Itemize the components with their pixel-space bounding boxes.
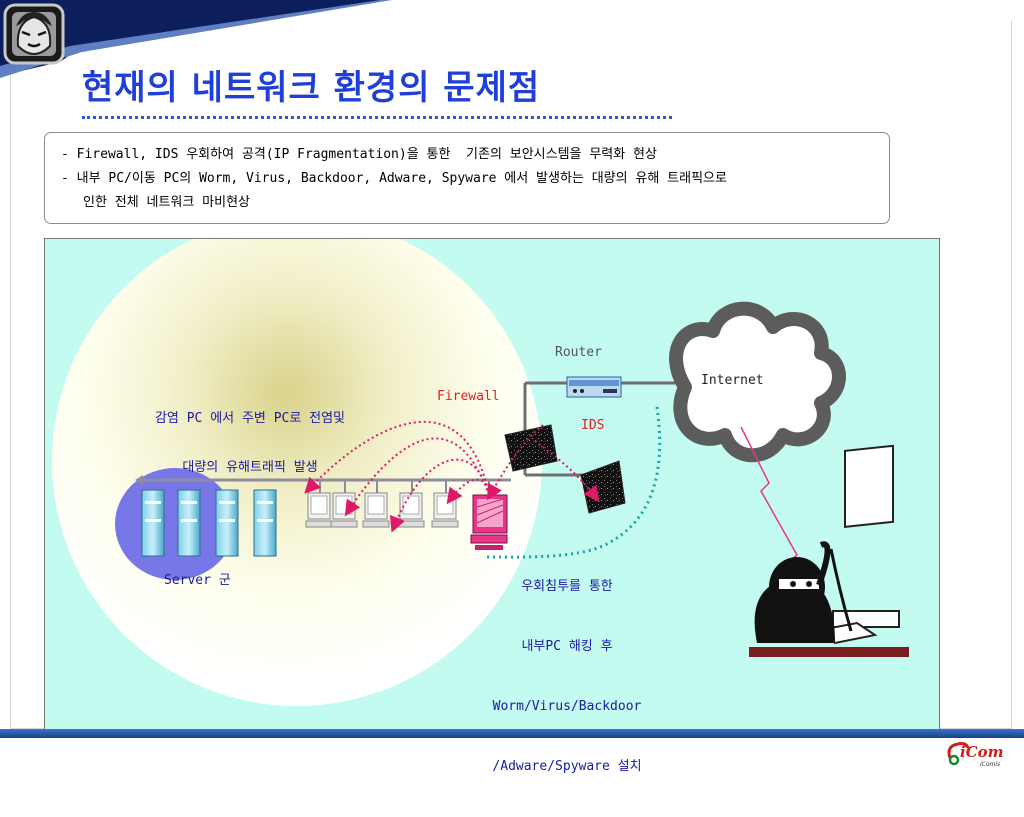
diagram-canvas [52,239,909,706]
bypass-note: 우회침투를 통한 내부PC 해킹 후 Worm/Virus/Backdoor /… [475,537,659,817]
infection-note: 감염 PC 에서 주변 PC로 전염및 대량의 유해트래픽 발생 [125,377,375,505]
emblem-icon [3,3,65,65]
infection-note-line: 감염 PC 에서 주변 PC로 전염및 [154,411,346,426]
header-band [0,0,392,78]
bypass-note-line: 내부PC 해킹 후 [521,639,613,654]
internet-label: Internet [701,373,764,388]
server-icon [141,489,165,557]
server-group-label: Server 군 [164,573,231,588]
bypass-note-line: Worm/Virus/Backdoor [492,699,642,714]
network-diagram: 감염 PC 에서 주변 PC로 전염및 대량의 유해트래픽 발생 Server … [44,238,940,774]
pc-icon [362,480,390,528]
footer-bar [0,729,1024,738]
bullet-firewall-bypass: - Firewall, IDS 우회하여 공격(IP Fragmentation… [61,147,657,162]
infected-pc-icon [470,480,508,550]
router-label: Router [555,345,602,360]
pc-icon [397,480,425,528]
server-icon [177,489,201,557]
title-divider [82,116,672,119]
hacker-icon [749,444,909,657]
bypass-note-line: /Adware/Spyware 설치 [492,759,642,774]
ids-label: IDS [581,418,605,433]
server-icon [253,489,277,557]
firewall-icon [504,424,558,472]
summary-callout: - Firewall, IDS 우회하여 공격(IP Fragmentation… [44,132,890,224]
bullet-network-paralysis: 인한 전체 네트워크 마비현상 [83,195,251,210]
infection-arrow [390,458,490,533]
infection-arrow [344,437,490,517]
router-icon [566,376,622,398]
attack-path [484,406,662,559]
page-title: 현재의 네트워크 환경의 문제점 [82,68,541,108]
firewall-label: Firewall [437,389,500,404]
infection-note-line: 대량의 유해트래픽 발생 [182,460,318,475]
brand-logo-text: iCom [960,743,1004,761]
cloud-icon [669,301,846,463]
brand-logo: iCom iComis [947,742,1004,768]
bullet-internal-pc-traffic: - 내부 PC/이동 PC의 Worm, Virus, Backdoor, Ad… [61,171,727,186]
internal-network-zone [52,239,542,706]
bypass-note-line: 우회침투를 통한 [521,579,613,594]
brand-sub-text: iComis [980,761,1000,768]
server-icon [215,489,239,557]
infection-arrow [304,420,490,496]
